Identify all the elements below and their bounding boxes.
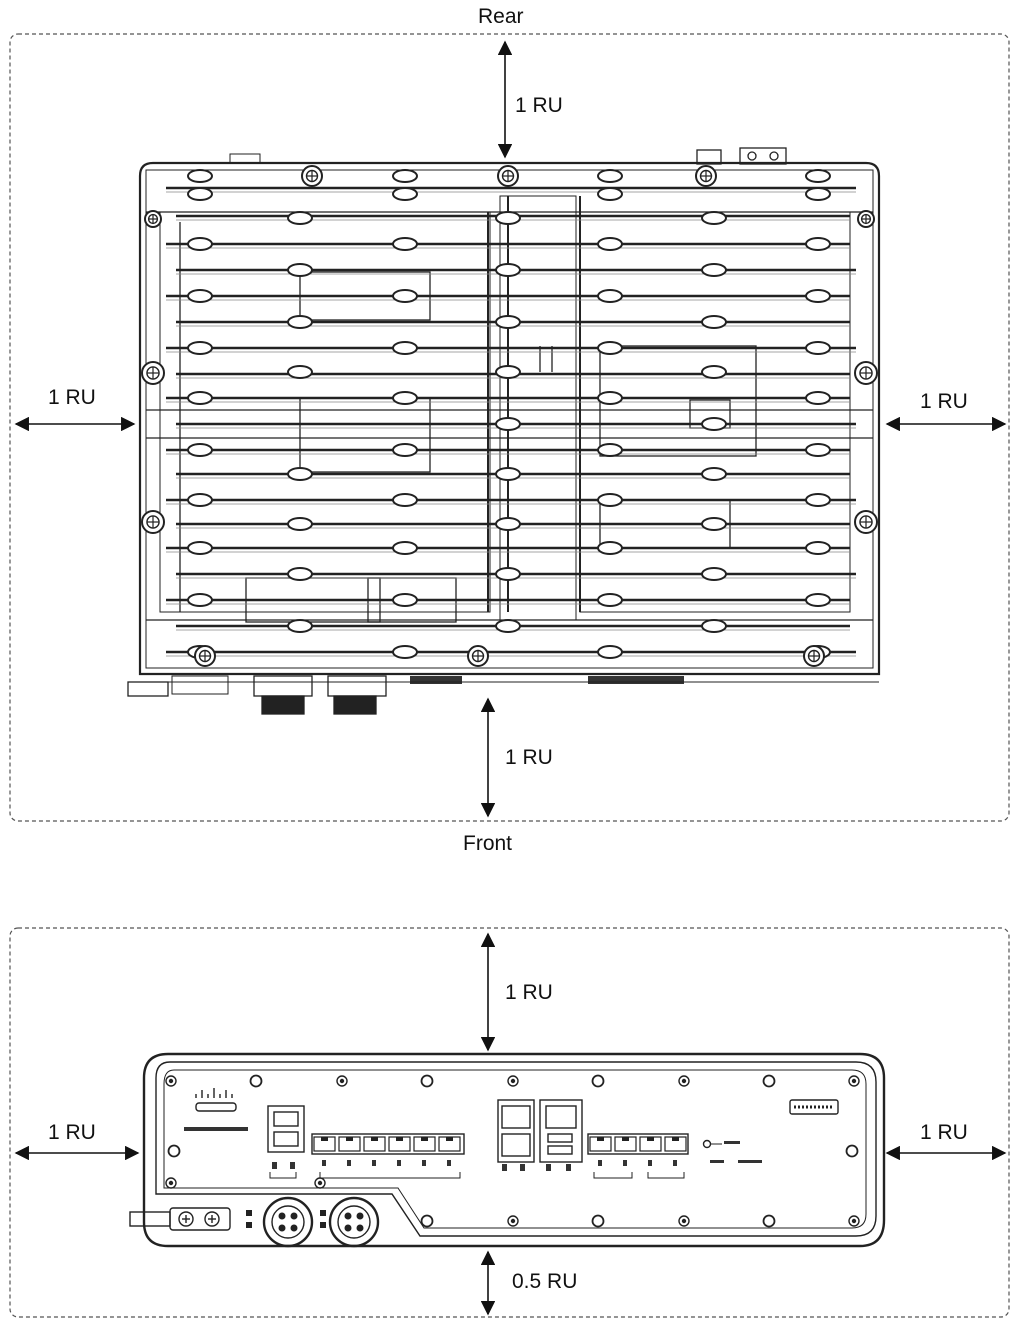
top-clearance-label: 1 RU — [505, 981, 553, 1004]
front-view-clearance-boundary — [9, 927, 1010, 1318]
rear-clearance-label: 1 RU — [515, 94, 563, 117]
front-left-clearance-label: 1 RU — [48, 1121, 96, 1144]
left-clearance-label: 1 RU — [48, 386, 96, 409]
router-top-view — [127, 147, 881, 715]
front-label: Front — [463, 832, 513, 855]
front-ports — [272, 1136, 687, 1171]
front-right-clearance-label: 1 RU — [920, 1121, 968, 1144]
mounting-screws — [141, 165, 878, 667]
front-screws — [165, 1074, 860, 1228]
router-front-panel — [129, 1052, 886, 1248]
top-view-clearance-boundary — [9, 33, 1010, 822]
front-clearance-label: 1 RU — [505, 746, 553, 769]
rear-label: Rear — [478, 5, 524, 28]
right-clearance-label: 1 RU — [920, 390, 968, 413]
bottom-clearance-label: 0.5 RU — [512, 1270, 578, 1293]
